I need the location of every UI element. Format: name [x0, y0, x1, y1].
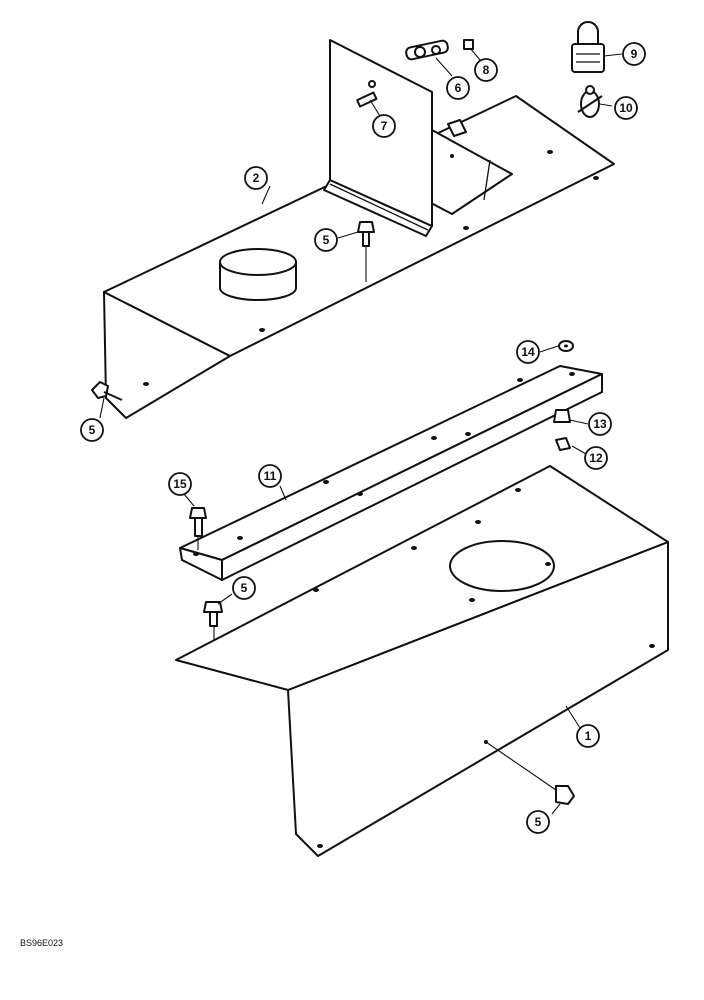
mount-hole — [143, 382, 149, 386]
support-rail — [179, 365, 603, 581]
rail-front-face — [221, 373, 603, 581]
latch-nut — [463, 39, 474, 50]
rail-nut — [553, 409, 571, 423]
callout-label: 5 — [241, 581, 248, 595]
upper-cover-edge — [229, 163, 615, 357]
callout-label: 1 — [585, 729, 592, 743]
callout-13: 13 — [588, 412, 612, 436]
callout-label: 5 — [323, 233, 330, 247]
callout-label: 2 — [253, 171, 260, 185]
bolt — [203, 601, 223, 640]
callout-label: 6 — [455, 81, 462, 95]
mount-hole — [547, 150, 553, 154]
door-screw — [356, 80, 378, 108]
callout-1: 1 — [576, 724, 600, 748]
callout-label: 10 — [619, 101, 633, 115]
callout-10: 10 — [614, 96, 638, 120]
bolt — [357, 221, 375, 282]
mount-hole — [463, 226, 469, 230]
rail-mount-bolt — [189, 507, 207, 550]
callout-label: 5 — [535, 815, 542, 829]
rail-bolt — [555, 437, 571, 451]
hinge-line — [329, 183, 429, 231]
opening-inner-edge — [483, 159, 491, 201]
callout-label: 12 — [589, 451, 603, 465]
callout-5: 5 — [526, 810, 550, 834]
round-opening — [449, 540, 555, 592]
tube-opening — [219, 248, 297, 301]
callout-15: 15 — [168, 472, 192, 496]
callout-8: 8 — [474, 58, 498, 82]
callout-5: 5 — [314, 228, 338, 252]
callout-label: 8 — [483, 63, 490, 77]
callout-label: 15 — [173, 477, 187, 491]
lower-cover-edge — [287, 541, 669, 691]
padlock — [571, 21, 605, 73]
callout-label: 13 — [593, 417, 607, 431]
lower-cover-assembly — [175, 465, 669, 857]
latch-tab — [447, 119, 467, 137]
washer — [558, 340, 574, 352]
mount-hole — [259, 328, 265, 332]
callout-5: 5 — [232, 576, 256, 600]
callout-5: 5 — [80, 418, 104, 442]
hasp — [577, 85, 603, 118]
callout-12: 12 — [584, 446, 608, 470]
callout-label: 5 — [89, 423, 96, 437]
callout-label: 11 — [264, 469, 277, 483]
callout-14: 14 — [516, 340, 540, 364]
callout-9: 9 — [622, 42, 646, 66]
bolt — [485, 741, 575, 805]
mount-hole — [450, 154, 454, 158]
leader-lines — [99, 47, 623, 815]
callout-6: 6 — [446, 76, 470, 100]
door-latch — [405, 39, 449, 61]
mount-hole — [593, 176, 599, 180]
figure-code: BS96E023 — [20, 938, 63, 948]
callout-7: 7 — [372, 114, 396, 138]
bolt — [91, 381, 123, 401]
callout-2: 2 — [244, 166, 268, 190]
callout-label: 14 — [521, 345, 535, 359]
callout-11: 11 — [258, 464, 282, 488]
callout-label: 7 — [381, 119, 388, 133]
callout-label: 9 — [631, 47, 638, 61]
